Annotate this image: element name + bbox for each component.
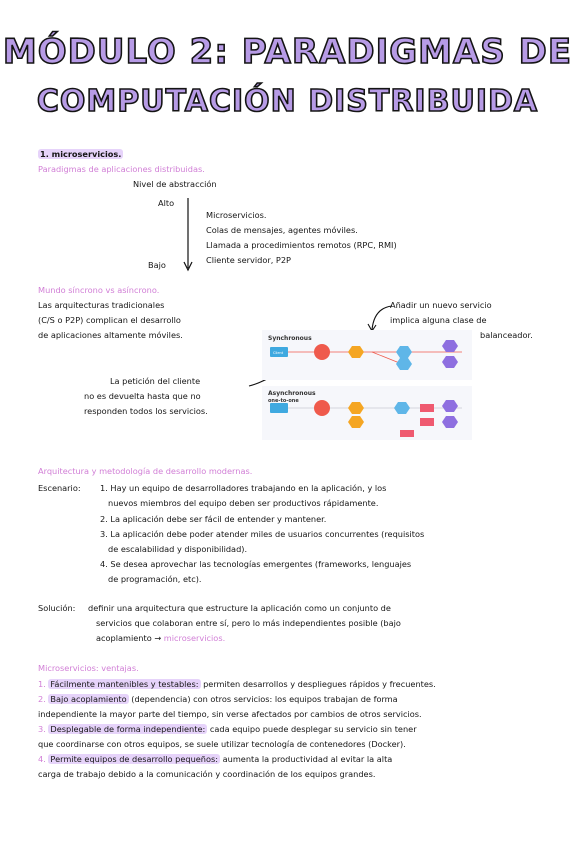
- level-item: Microservicios.: [206, 210, 267, 220]
- service-node: [442, 416, 458, 428]
- advantage-line: que coordinarse con otros equipos, se su…: [38, 739, 406, 749]
- queue-node: [420, 404, 434, 412]
- text-line: (C/S o P2P) complican el desarrollo: [38, 315, 181, 325]
- note-right-line: balanceador.: [480, 330, 533, 340]
- advantage-line: 3. Desplegable de forma independiente: c…: [38, 724, 417, 734]
- scenario-item: 1. Hay un equipo de desarrolladores trab…: [100, 483, 387, 493]
- scenario-item: nuevos miembros del equipo deben ser pro…: [108, 498, 379, 508]
- client-node: [270, 403, 288, 413]
- level-item: Llamada a procedimientos remotos (RPC, R…: [206, 240, 397, 250]
- note-left-line: La petición del cliente: [110, 376, 201, 386]
- solution-line: acoplamiento → microservicios.: [96, 633, 226, 643]
- service-node: [442, 356, 458, 368]
- service-node: [442, 400, 458, 412]
- advantage-line: 4. Permite equipos de desarrollo pequeño…: [38, 754, 393, 764]
- advantage-line: carga de trabajo debido a la comunicació…: [38, 769, 376, 779]
- note-left-line: responden todos los servicios.: [84, 406, 208, 416]
- note-right-line: implica alguna clase de: [390, 315, 487, 325]
- solution-line: definir una arquitectura que estructure …: [88, 603, 391, 613]
- async-subtitle: one-to-one: [268, 398, 299, 404]
- queue-node: [420, 418, 434, 426]
- client-label: Client: [273, 351, 284, 355]
- sync-async-diagram: Synchronous Asynchronous one-to-one Clie…: [262, 330, 472, 440]
- note-right-line: Añadir un nuevo servicio: [390, 300, 492, 310]
- service-node: [442, 340, 458, 352]
- queue-node: [400, 430, 414, 437]
- sync-panel: [262, 330, 472, 380]
- service-node: [396, 346, 412, 358]
- scenario-label: Escenario:: [38, 483, 81, 493]
- text-line: de aplicaciones altamente móviles.: [38, 330, 183, 340]
- service-node: [348, 416, 364, 428]
- service-node: [394, 402, 410, 414]
- abstraction-axis-label: Nivel de abstracción: [133, 179, 217, 189]
- scenario-item: de escalabilidad y disponibilidad).: [108, 544, 248, 554]
- client-node: [270, 347, 288, 357]
- text-line: Las arquitecturas tradicionales: [38, 300, 165, 310]
- level-item: Colas de mensajes, agentes móviles.: [206, 225, 358, 235]
- level-item: Cliente servidor, P2P: [206, 255, 291, 265]
- title-line-1: MÓDULO 2: PARADIGMAS DE: [2, 31, 573, 73]
- gateway-node: [314, 400, 330, 416]
- advantage-line: 1. Fácilmente mantenibles y testables: p…: [38, 679, 436, 689]
- section-1-subheading: Paradigmas de aplicaciones distribuidas.: [38, 164, 205, 174]
- gateway-node: [314, 344, 330, 360]
- scenario-item: 2. La aplicación debe ser fácil de enten…: [100, 514, 327, 524]
- label-bajo: Bajo: [148, 260, 166, 270]
- solution-line: servicios que colaboran entre sí, pero l…: [96, 618, 401, 628]
- scenario-item: de programación, etc).: [108, 574, 202, 584]
- service-node: [396, 358, 412, 370]
- sync-title: Synchronous: [268, 335, 312, 342]
- service-node: [348, 402, 364, 414]
- note-left-line: no es devuelta hasta que no: [84, 391, 201, 401]
- advantage-line: independiente la mayor parte del tiempo,…: [38, 709, 422, 719]
- section-4-heading: Microservicios: ventajas.: [38, 663, 139, 673]
- title-line-2: COMPUTACIÓN DISTRIBUIDA: [36, 83, 539, 120]
- advantage-line: 2. Bajo acoplamiento (dependencia) con o…: [38, 694, 398, 704]
- label-alto: Alto: [158, 198, 175, 208]
- section-3-heading: Arquitectura y metodología de desarrollo…: [38, 466, 253, 476]
- solution-label: Solución:: [38, 603, 76, 613]
- async-title: Asynchronous: [268, 390, 316, 397]
- section-2-heading: Mundo síncrono vs asíncrono.: [38, 285, 160, 295]
- scenario-item: 3. La aplicación debe poder atender mile…: [100, 529, 425, 539]
- service-node: [348, 346, 364, 358]
- abstraction-arrow: [183, 198, 193, 272]
- scenario-item: 4. Se desea aprovechar las tecnologías e…: [100, 559, 412, 569]
- section-1-heading: 1. microservicios.: [38, 149, 124, 159]
- async-panel: [262, 386, 472, 440]
